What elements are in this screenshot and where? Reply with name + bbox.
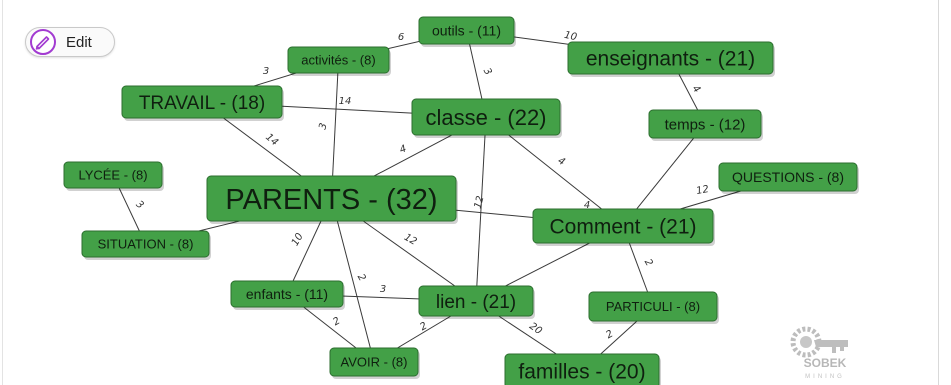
edge-weight-label: 3 (263, 66, 269, 77)
edge-weight-label: 14 (339, 96, 352, 107)
node-comment[interactable]: Comment - (21) (532, 208, 715, 246)
edge-weight-label: 4 (584, 200, 590, 211)
node-label: lien - (21) (436, 292, 516, 313)
node-label: temps - (12) (665, 116, 746, 133)
node-box (411, 98, 561, 136)
node-box (418, 285, 534, 317)
sobek-mining-logo: SOBEK MINING (790, 326, 848, 380)
node-box (81, 230, 210, 258)
edge-classe-lien (475, 116, 487, 302)
edge-weight-label: 3 (317, 122, 329, 131)
node-box (588, 291, 718, 322)
node-label: AVOIR - (8) (341, 355, 408, 370)
edge-weight-label: 12 (402, 232, 419, 248)
node-label: classe - (22) (425, 105, 546, 130)
edge-weight-label: 4 (690, 83, 703, 95)
edge-weight-label: 6 (398, 32, 404, 43)
edge-weight-label: 10 (563, 30, 578, 43)
node-box (567, 41, 774, 75)
edge-weight-label: 4 (556, 155, 567, 168)
edge-weight-label: 3 (134, 199, 146, 212)
node-box (287, 46, 390, 74)
node-activites[interactable]: activités - (8) (287, 46, 391, 76)
node-box (504, 353, 660, 385)
node-familles[interactable]: familles - (20) (504, 353, 661, 385)
logo-text-sobek: SOBEK (804, 356, 847, 370)
edge-weight-label: 3 (380, 284, 386, 295)
edge-weight-label: 10 (290, 231, 306, 248)
node-temps[interactable]: temps - (12) (648, 109, 763, 141)
node-box (532, 208, 714, 244)
node-situation[interactable]: SITUATION - (8) (81, 230, 211, 260)
node-label: PARTICULI - (8) (606, 299, 700, 314)
node-particuli[interactable]: PARTICULI - (8) (588, 291, 719, 324)
node-box (230, 280, 344, 308)
node-box (648, 109, 762, 139)
edge-parents-avoir (331, 198, 375, 363)
edge-weight-label: 14 (263, 132, 280, 149)
edge-weight-label: 2 (355, 272, 368, 283)
node-label: outils - (11) (432, 23, 501, 39)
node-box (329, 347, 419, 377)
node-box (718, 162, 858, 192)
node-label: TRAVAIL - (18) (139, 93, 265, 114)
node-label: familles - (20) (518, 361, 645, 384)
node-outils[interactable]: outils - (11) (418, 16, 516, 47)
node-label: enfants - (11) (246, 286, 328, 302)
node-avoir[interactable]: AVOIR - (8) (329, 347, 420, 379)
edge-weight-label: 2 (418, 320, 429, 333)
node-label: enseignants - (21) (586, 48, 755, 71)
node-label: activités - (8) (301, 53, 375, 68)
right-border (938, 0, 939, 385)
edge-activites-parents (331, 59, 339, 199)
node-classe[interactable]: classe - (22) (411, 98, 562, 138)
logo-text-mining: MINING (805, 374, 845, 380)
nodes-layer[interactable]: outils - (11) activités - (8) enseignants … (63, 16, 859, 385)
node-enseignants[interactable]: enseignants - (21) (567, 41, 775, 77)
edit-button-label: Edit (66, 33, 92, 51)
node-enfants[interactable]: enfants - (11) (230, 280, 345, 310)
node-box (121, 85, 283, 119)
edge-weight-label: 12 (695, 184, 709, 197)
node-lien[interactable]: lien - (21) (418, 285, 535, 319)
node-box (418, 16, 515, 45)
node-questions[interactable]: QUESTIONS - (8) (718, 162, 859, 194)
edge-weight-label: 20 (527, 321, 544, 337)
node-label: PARENTS - (32) (225, 184, 437, 216)
node-label: Comment - (21) (549, 216, 696, 239)
edge-weight-label: 12 (473, 195, 487, 210)
node-box (206, 175, 457, 222)
left-border (2, 0, 3, 385)
node-lycee[interactable]: LYCÉE - (8) (63, 161, 164, 191)
edge-weight-label: 2 (331, 315, 342, 328)
edge-weight-label: 3 (481, 66, 494, 77)
edge-weight-label: 2 (604, 328, 615, 341)
node-box (63, 161, 163, 189)
node-travail[interactable]: TRAVAIL - (18) (121, 85, 284, 121)
edge-weight-label: 2 (642, 257, 655, 268)
node-parents[interactable]: PARENTS - (32) (206, 175, 458, 224)
node-label: LYCÉE - (8) (78, 168, 147, 183)
node-label: QUESTIONS - (8) (732, 169, 844, 185)
node-label: SITUATION - (8) (98, 237, 194, 252)
pencil-circle-icon (30, 29, 56, 55)
edit-button[interactable]: Edit (25, 27, 115, 57)
edge-weight-label: 4 (398, 143, 408, 156)
edge-labels-layer: 6 10 3 3 4 14 14 3 4 4 4 12 12 3 10 12 2 2 3 2 2 20 2 (134, 30, 710, 341)
